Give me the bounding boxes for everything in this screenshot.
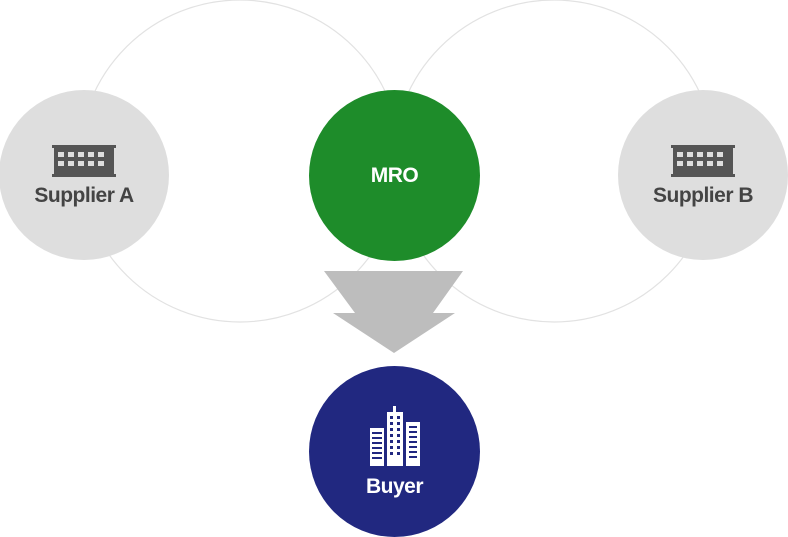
mro-node: MRO [309,90,480,261]
supplier-b-label: Supplier B [652,183,754,207]
buyer-label: Buyer [365,475,424,498]
flow-arrow [324,271,463,353]
buyer-node: Buyer [309,366,480,537]
supplier-b-node: Supplier B [618,90,788,260]
buildings-icon [369,406,420,466]
mro-label: MRO [370,164,419,187]
factory-icon [52,144,116,177]
factory-icon [671,144,735,177]
supplier-a-label: Supplier A [34,183,134,207]
supplier-a-node: Supplier A [0,90,169,260]
